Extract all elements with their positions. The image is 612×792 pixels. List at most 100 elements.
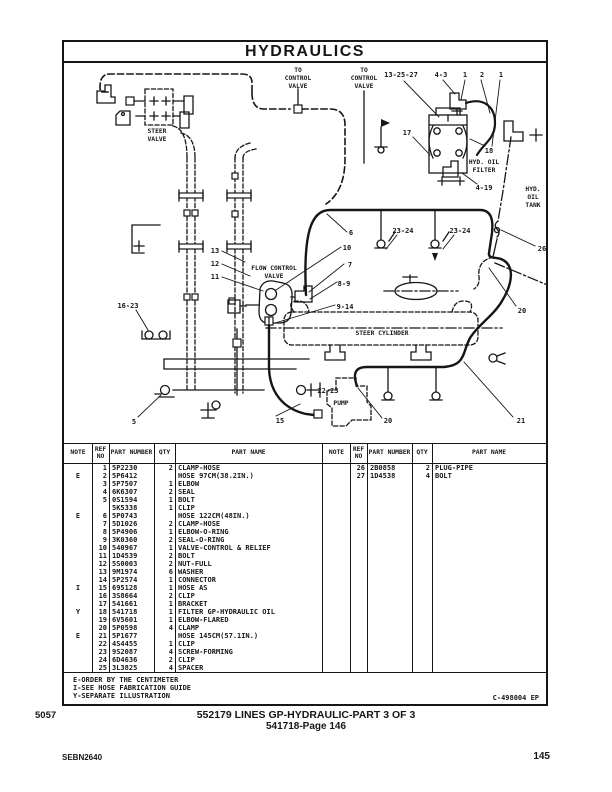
footnote-y: Y-SEPARATE ILLUSTRATION	[73, 692, 170, 700]
cell-part: 3L3825	[112, 664, 138, 672]
label-hyd-oil-filter-b: FILTER	[473, 167, 496, 174]
cell-qty	[154, 632, 175, 640]
diagram-area: TO CONTROL VALVE TO CONTROL VALVE STEER …	[64, 63, 548, 443]
header-qty: QTY	[158, 449, 171, 457]
leader-lines	[135, 79, 536, 419]
cell-name: NUT-FULL	[178, 560, 212, 568]
cell-note	[64, 504, 92, 512]
cell-qty: 1	[168, 496, 173, 504]
header-part-number: PART NUMBER	[368, 449, 411, 457]
label-hyd-oil-tank: HYD.	[525, 186, 540, 193]
cell-part: 9M1974	[112, 568, 138, 576]
cell-qty	[154, 472, 175, 480]
lower-left-lines	[141, 328, 310, 419]
label-flow-control-valve: FLOW CONTROL	[251, 265, 297, 272]
label-hyd-oil-tank-b: OIL	[527, 194, 539, 201]
cell-note	[64, 664, 92, 672]
cell-part: 5P2230	[112, 464, 138, 472]
cell-part: 695128	[112, 584, 138, 592]
callout-4-19: 4-19	[476, 184, 493, 192]
plate-number: 5057	[35, 710, 57, 721]
table-header-right: NOTE REF NO PART NUMBER QTY PART NAME	[323, 444, 546, 464]
mount-bracket-left	[131, 224, 161, 254]
cell-part: 5P2574	[112, 576, 138, 584]
cell-qty: 1	[168, 584, 173, 592]
callout-9-14: 9-14	[337, 303, 354, 311]
cell-name: CLIP	[178, 592, 195, 600]
tank-boundary	[473, 120, 548, 290]
cell-part: 6D4636	[112, 656, 138, 664]
cell-name: SEAL	[178, 488, 195, 496]
cell-part: 541661	[112, 600, 138, 608]
header-qty: QTY	[416, 449, 428, 457]
breather-symbol	[383, 274, 459, 301]
cell-note	[64, 616, 92, 624]
cell-qty: 4	[168, 648, 173, 656]
cell-ref: 24	[98, 656, 107, 664]
cell-note	[64, 488, 92, 496]
cell-qty: 2	[168, 536, 173, 544]
cell-part: 1D4539	[112, 552, 138, 560]
cell-note: I	[75, 584, 81, 592]
cell-part: 541718	[112, 608, 138, 616]
cell-qty: 1	[168, 576, 173, 584]
document-frame: HYDRAULICS	[62, 40, 548, 706]
cell-name: CLAMP	[178, 624, 200, 632]
label-steer-valve-b: VALVE	[148, 136, 167, 143]
cell-note	[64, 496, 92, 504]
cell-note	[64, 520, 92, 528]
hose-clips	[374, 209, 450, 261]
cell-note	[64, 464, 92, 472]
footnote-i: I-SEE HOSE FABRICATION GUIDE	[73, 684, 192, 692]
pump	[295, 366, 443, 427]
label-to-control-valve-2: TO	[360, 67, 368, 74]
label-to-control-valve-1b: CONTROL	[285, 75, 312, 82]
cell-name: BRACKET	[178, 600, 208, 608]
cell-name: HOSE 122CM(48IN.)	[178, 512, 250, 520]
cell-note: E	[75, 472, 81, 480]
callout-12: 12	[211, 260, 219, 268]
cell-note: E	[75, 632, 81, 640]
label-to-control-valve-2c: VALVE	[355, 83, 374, 90]
title-bar: HYDRAULICS	[64, 42, 546, 63]
label-hyd-oil-filter: HYD. OIL	[469, 159, 500, 166]
cell-part: 9S2087	[112, 648, 138, 656]
cell-qty: 2	[168, 464, 173, 472]
cell-ref: 9	[102, 536, 107, 544]
cell-note	[323, 464, 350, 472]
callout-13-25-27: 13-25-27	[384, 71, 418, 79]
cell-ref: 5	[102, 496, 107, 504]
cell-name: CLAMP-HOSE	[178, 520, 221, 528]
cell-qty: 1	[168, 600, 173, 608]
cell-note	[64, 480, 92, 488]
cell-qty: 1	[168, 640, 173, 648]
cell-qty: 2	[168, 592, 173, 600]
cell-ref: 14	[98, 576, 107, 584]
cell-part: 5K5338	[112, 504, 138, 512]
cell-name: WASHER	[178, 568, 204, 576]
main-hoses	[267, 100, 513, 417]
header-note: NOTE	[328, 449, 345, 457]
header-ref-no: REF NO	[352, 445, 365, 460]
cell-part: 5D1026	[112, 520, 138, 528]
cell-ref: 26	[356, 464, 365, 472]
cell-name: ELBOW-O-RING	[178, 528, 229, 536]
cell-ref: 2	[102, 472, 107, 480]
label-steer-cylinder: STEER CYLINDER	[355, 330, 408, 337]
cell-qty: 2	[168, 488, 173, 496]
cell-note	[64, 536, 92, 544]
callout-22-23: 22-23	[317, 387, 338, 395]
cell-ref: 7	[102, 520, 107, 528]
cell-name: FILTER GP-HYDRAULIC OIL	[178, 608, 275, 616]
